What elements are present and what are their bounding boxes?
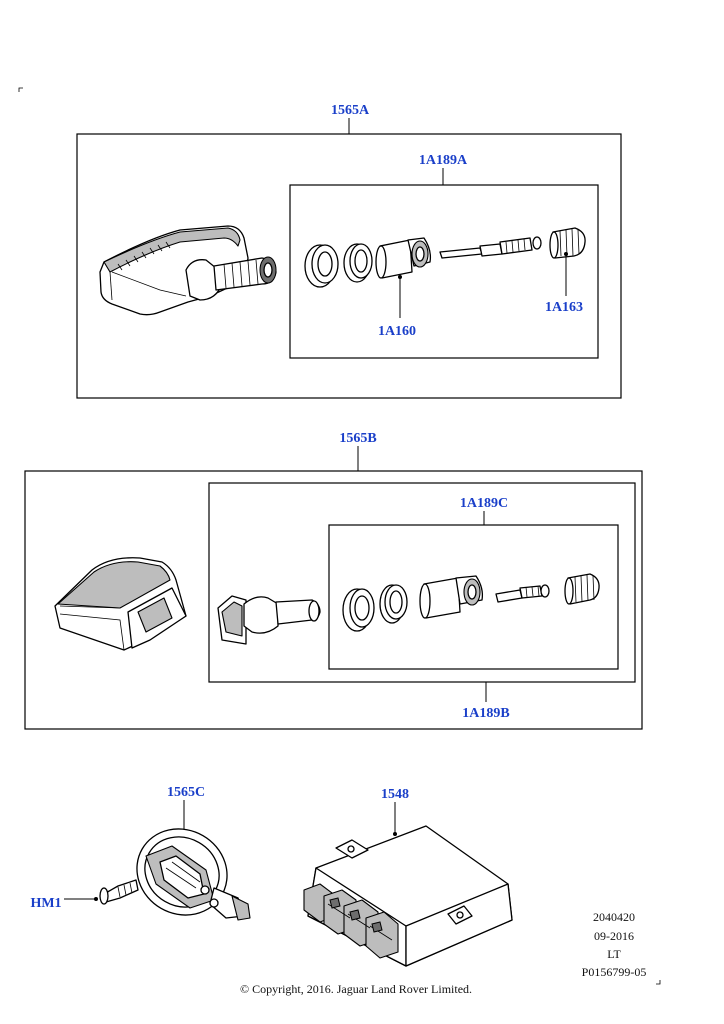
meta-line-1: 2040420 xyxy=(593,910,635,924)
sensor-bracket-icon xyxy=(136,828,251,921)
box-1565b xyxy=(24,470,643,730)
section-1565a: 1565A 1A189A xyxy=(76,103,622,399)
leader-dot-1a163 xyxy=(564,252,568,256)
corner-mark-tl xyxy=(18,87,23,92)
drawing-metadata: 2040420 09-2016 LT P0156799-05 xyxy=(582,910,647,979)
valve-stem-a-icon xyxy=(439,236,542,259)
callout-1565a[interactable]: 1565A xyxy=(331,103,370,118)
valve-cap-b-icon xyxy=(564,573,600,605)
callout-hm1[interactable]: HM1 xyxy=(30,896,61,911)
leader-dot-1548 xyxy=(393,832,397,836)
callout-1a189b[interactable]: 1A189B xyxy=(462,706,509,721)
grommet-b-2-icon xyxy=(379,584,408,624)
callout-1565b[interactable]: 1565B xyxy=(339,431,376,446)
callout-1565c[interactable]: 1565C xyxy=(167,785,205,800)
box-1a189b xyxy=(208,482,636,683)
box-1a189c xyxy=(328,524,619,670)
meta-line-4: P0156799-05 xyxy=(582,965,647,979)
leader-dot-1a160 xyxy=(398,275,402,279)
tpms-sensor-b-icon xyxy=(54,557,187,651)
grommet-a-2-icon xyxy=(343,243,373,283)
valve-cap-1a163-icon xyxy=(549,227,586,259)
callout-1548[interactable]: 1548 xyxy=(381,787,409,802)
box-1a189a xyxy=(289,184,599,359)
meta-line-2: 09-2016 xyxy=(594,929,634,943)
valve-body-b-icon xyxy=(217,595,321,645)
callout-1a189a[interactable]: 1A189A xyxy=(419,153,468,168)
nut-b-icon xyxy=(419,575,484,619)
tpms-module-icon xyxy=(303,825,513,967)
callout-1a160[interactable]: 1A160 xyxy=(378,324,416,339)
grommet-a-1-icon xyxy=(304,244,339,288)
valve-core-b-icon xyxy=(495,584,550,603)
section-1565c: 1565C HM1 xyxy=(30,785,513,967)
leader-dot-hm1 xyxy=(94,897,98,901)
box-1565a xyxy=(76,133,622,399)
section-1565b: 1565B 1A189C xyxy=(24,431,643,730)
grommet-b-1-icon xyxy=(342,588,375,632)
callout-1a163[interactable]: 1A163 xyxy=(545,300,583,315)
meta-line-3: LT xyxy=(607,947,621,961)
copyright-notice: © Copyright, 2016. Jaguar Land Rover Lim… xyxy=(240,982,472,996)
corner-mark-br xyxy=(656,980,661,985)
nut-1a160-icon xyxy=(375,237,432,279)
screw-hm1-icon xyxy=(99,879,139,905)
tpms-sensor-a-icon xyxy=(99,225,277,316)
callout-1a189c[interactable]: 1A189C xyxy=(460,496,508,511)
